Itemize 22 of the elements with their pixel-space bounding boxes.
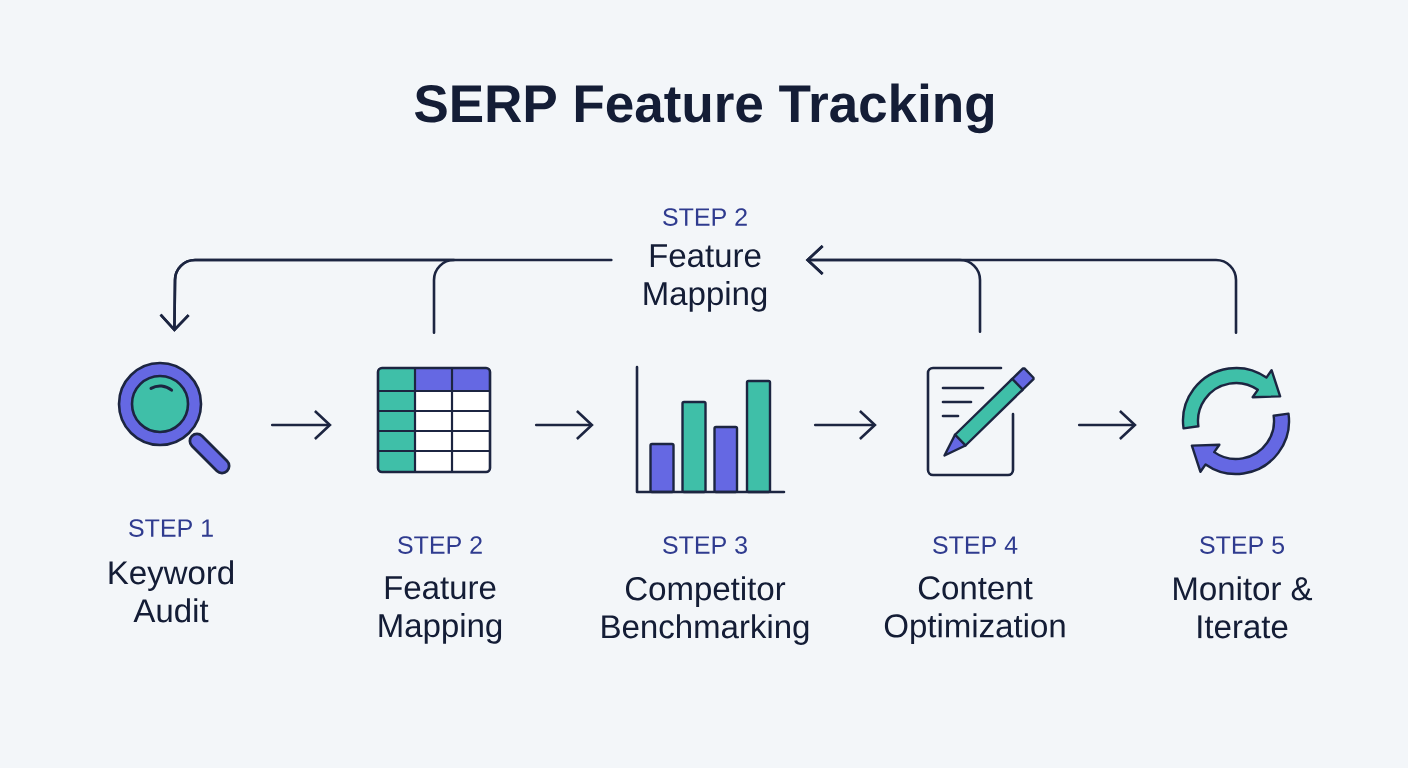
circular-arrows-icon xyxy=(1181,366,1291,476)
step-label: STEP 2 xyxy=(663,208,747,226)
step-name: Competitor Benchmarking xyxy=(602,576,809,645)
arrow xyxy=(813,410,877,440)
step-label: STEP 5 xyxy=(1200,536,1284,554)
step-name: Keyword Audit xyxy=(109,560,234,623)
table-icon xyxy=(376,366,492,474)
step-label: STEP 1 xyxy=(129,519,213,537)
step-name: Feature Mapping xyxy=(379,576,502,644)
arrow xyxy=(805,245,1238,335)
step-name: Monitor & Iterate xyxy=(1174,576,1313,639)
magnifying-glass-icon xyxy=(117,361,231,475)
arrow xyxy=(159,258,456,335)
document-pencil-icon xyxy=(926,366,1035,477)
step-name: Feature Mapping xyxy=(644,244,767,312)
bar-chart-icon xyxy=(635,365,786,494)
step-name: Content Optimization xyxy=(884,576,1065,645)
title: SERP Feature Tracking xyxy=(414,83,994,134)
arrow xyxy=(270,410,332,440)
step-label: STEP 3 xyxy=(663,536,747,554)
step-label: STEP 4 xyxy=(933,536,1018,554)
step-label: STEP 2 xyxy=(398,536,482,554)
